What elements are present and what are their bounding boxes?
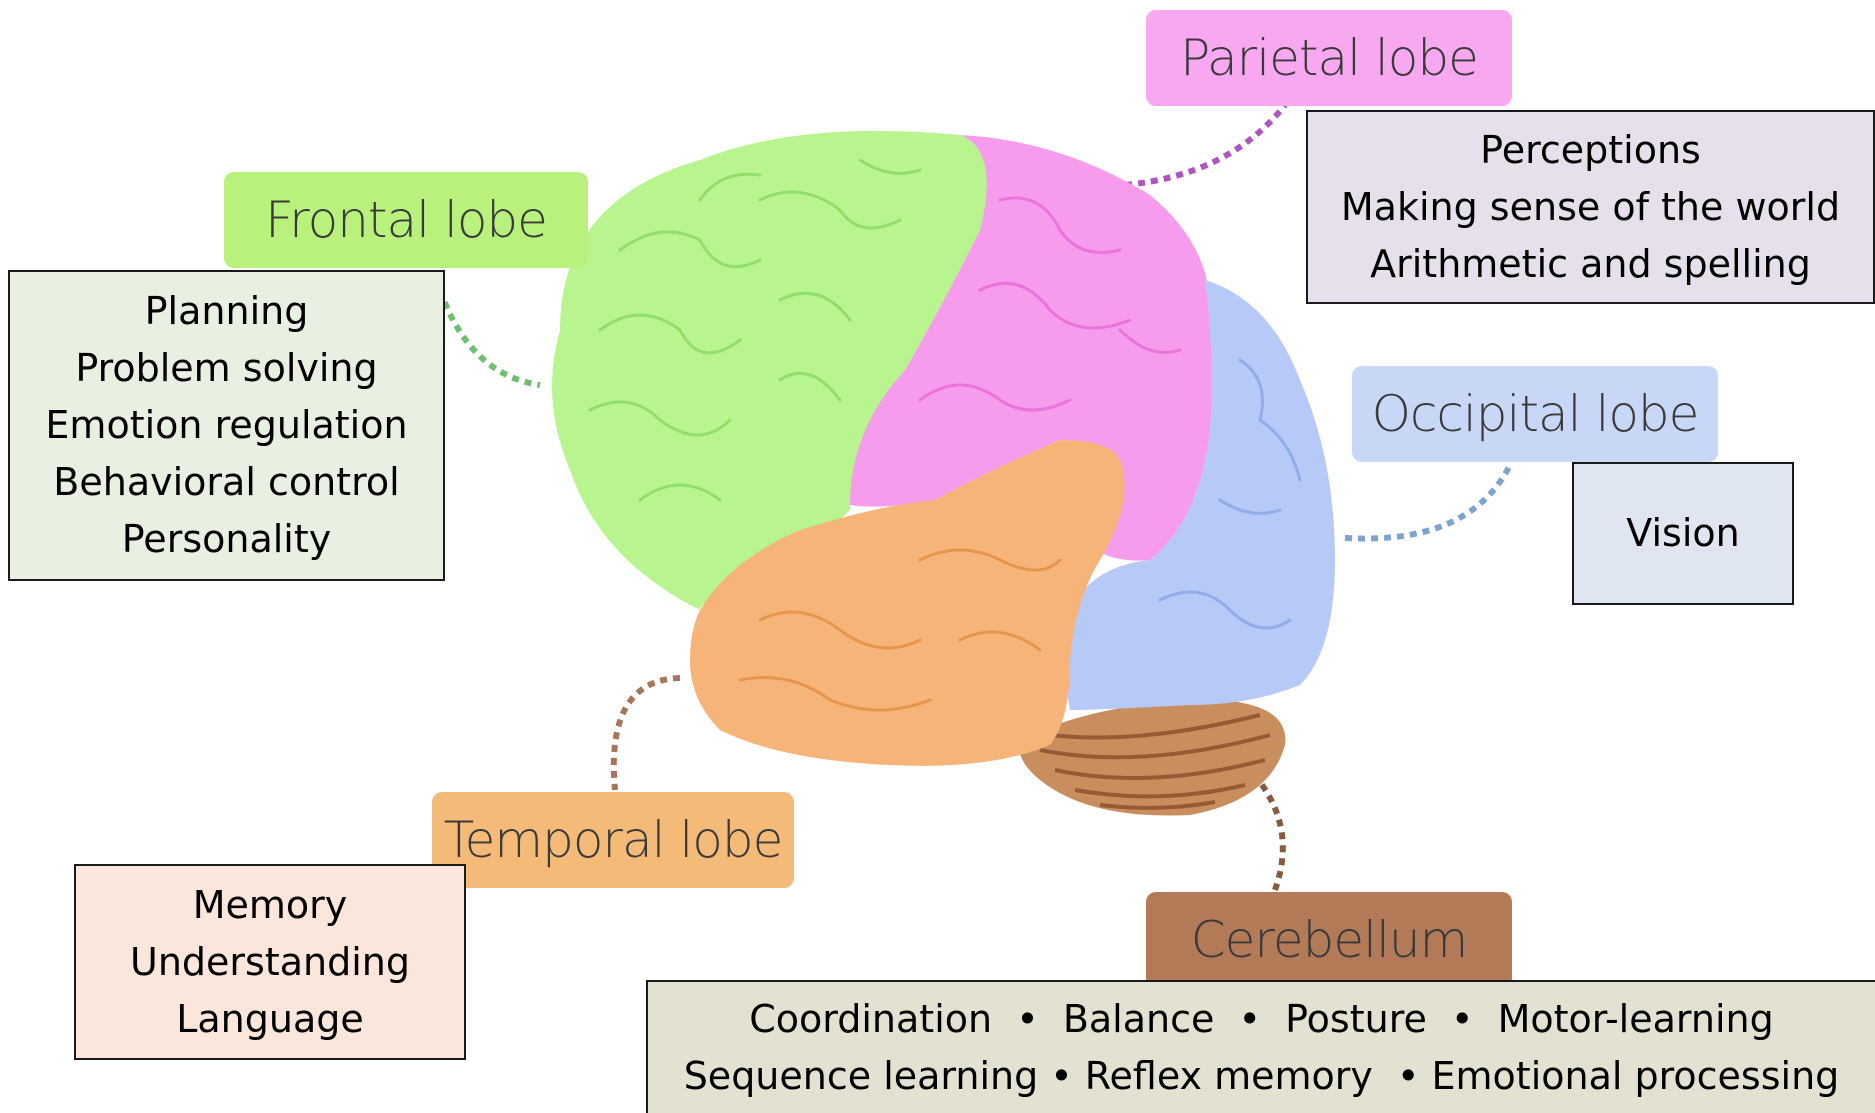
parietal-functions-box: Perceptions Making sense of the world Ar… xyxy=(1306,110,1875,304)
occipital-lobe-label: Occipital lobe xyxy=(1352,366,1718,462)
frontal-lobe-label-text: Frontal lobe xyxy=(265,191,547,249)
frontal-function-item: Problem solving xyxy=(75,340,377,397)
parietal-lobe-label: Parietal lobe xyxy=(1146,10,1512,106)
occipital-functions-box: Vision xyxy=(1572,462,1794,605)
occipital-function-item: Vision xyxy=(1626,505,1739,562)
cerebellum-function-line: Sequence learning • Reflex memory • Emot… xyxy=(684,1048,1840,1105)
temporal-lobe-label: Temporal lobe xyxy=(432,792,794,888)
cerebellum-function-line: Coordination • Balance • Posture • Motor… xyxy=(749,991,1773,1048)
parietal-function-item: Arithmetic and spelling xyxy=(1370,236,1811,293)
cerebellum-label-text: Cerebellum xyxy=(1191,911,1468,969)
temporal-function-item: Understanding xyxy=(130,934,410,991)
temporal-connector xyxy=(614,678,680,790)
frontal-functions-box: Planning Problem solving Emotion regulat… xyxy=(8,270,445,581)
parietal-connector xyxy=(1125,105,1285,185)
temporal-function-item: Memory xyxy=(193,877,348,934)
temporal-lobe-label-text: Temporal lobe xyxy=(444,811,783,869)
occipital-lobe-label-text: Occipital lobe xyxy=(1372,385,1699,443)
frontal-function-item: Personality xyxy=(122,511,331,568)
frontal-function-item: Emotion regulation xyxy=(45,397,407,454)
frontal-function-item: Behavioral control xyxy=(53,454,399,511)
frontal-connector xyxy=(440,290,540,385)
temporal-function-item: Language xyxy=(176,991,364,1048)
parietal-function-item: Making sense of the world xyxy=(1341,179,1840,236)
frontal-lobe-label: Frontal lobe xyxy=(224,172,588,268)
cerebellum-label: Cerebellum xyxy=(1146,892,1512,988)
cerebellum-functions-box: Coordination • Balance • Posture • Motor… xyxy=(646,980,1875,1113)
occipital-connector xyxy=(1345,465,1510,539)
temporal-functions-box: Memory Understanding Language xyxy=(74,864,466,1060)
parietal-lobe-label-text: Parietal lobe xyxy=(1180,29,1478,87)
frontal-function-item: Planning xyxy=(145,283,309,340)
parietal-function-item: Perceptions xyxy=(1480,122,1701,179)
